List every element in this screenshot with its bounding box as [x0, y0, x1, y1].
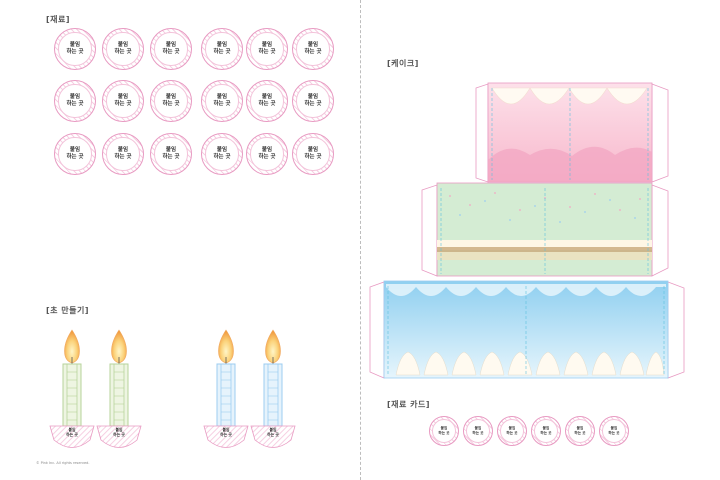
cake-tier-middle[interactable]: [421, 182, 669, 277]
sticker-text: 붙임 하는 곳: [154, 137, 188, 171]
sticker-text: 붙임 하는 곳: [205, 84, 239, 118]
card-sticker-text: 붙임 하는 곳: [500, 419, 524, 443]
candles-artwork: [49, 329, 296, 448]
sticker-circle[interactable]: 붙임 하는 곳: [201, 28, 243, 70]
sticker-text: 붙임 하는 곳: [296, 137, 330, 171]
sticker-circle[interactable]: 붙임 하는 곳: [102, 28, 144, 70]
sticker-circle[interactable]: 붙임 하는 곳: [102, 133, 144, 175]
sticker-circle[interactable]: 붙임 하는 곳: [102, 80, 144, 122]
sticker-circle[interactable]: 붙임 하는 곳: [54, 80, 96, 122]
candle-blue-2[interactable]: [250, 329, 296, 448]
card-sticker-text: 붙임 하는 곳: [432, 419, 456, 443]
sticker-text: 붙임 하는 곳: [205, 32, 239, 66]
sticker-text: 붙임 하는 곳: [58, 137, 92, 171]
candle-green-2[interactable]: [96, 329, 142, 448]
sticker-circle[interactable]: 붙임 하는 곳: [201, 133, 243, 175]
card-sticker-text: 붙임 하는 곳: [602, 419, 626, 443]
cake-label: [케이크]: [387, 59, 419, 68]
sticker-text: 붙임 하는 곳: [296, 84, 330, 118]
ingredients-label: [재료]: [46, 15, 71, 24]
cake-tier-bottom[interactable]: [369, 280, 685, 379]
sticker-circle[interactable]: 붙임 하는 곳: [292, 80, 334, 122]
sticker-circle[interactable]: 붙임 하는 곳: [292, 28, 334, 70]
card-sticker-text: 붙임 하는 곳: [466, 419, 490, 443]
sticker-text: 붙임 하는 곳: [250, 137, 284, 171]
sticker-text: 붙임 하는 곳: [106, 32, 140, 66]
sticker-circle[interactable]: 붙임 하는 곳: [54, 133, 96, 175]
candle-sticker-text: 붙임 하는 곳: [113, 427, 125, 437]
sticker-text: 붙임 하는 곳: [106, 84, 140, 118]
candle-green-1[interactable]: [49, 329, 95, 448]
candle-sticker-text: 붙임 하는 곳: [267, 427, 279, 437]
card-sticker-circle[interactable]: 붙임 하는 곳: [565, 416, 595, 446]
ingredient-card-label: [재료 카드]: [387, 400, 431, 409]
card-sticker-text: 붙임 하는 곳: [568, 419, 592, 443]
card-sticker-text: 붙임 하는 곳: [534, 419, 558, 443]
card-sticker-circle[interactable]: 붙임 하는 곳: [497, 416, 527, 446]
sticker-circle[interactable]: 붙임 하는 곳: [150, 133, 192, 175]
sticker-circle[interactable]: 붙임 하는 곳: [292, 133, 334, 175]
candle-blue-1[interactable]: [203, 329, 249, 448]
sticker-text: 붙임 하는 곳: [250, 32, 284, 66]
copyright-text: © Pink Inc. All rights reserved.: [36, 461, 90, 465]
card-sticker-circle[interactable]: 붙임 하는 곳: [463, 416, 493, 446]
sticker-circle[interactable]: 붙임 하는 곳: [150, 80, 192, 122]
sticker-text: 붙임 하는 곳: [106, 137, 140, 171]
card-sticker-circle[interactable]: 붙임 하는 곳: [599, 416, 629, 446]
sticker-circle[interactable]: 붙임 하는 곳: [246, 80, 288, 122]
sticker-text: 붙임 하는 곳: [205, 137, 239, 171]
candle-sticker-text: 붙임 하는 곳: [220, 427, 232, 437]
sticker-text: 붙임 하는 곳: [58, 32, 92, 66]
sticker-circle[interactable]: 붙임 하는 곳: [150, 28, 192, 70]
sticker-circle[interactable]: 붙임 하는 곳: [246, 28, 288, 70]
sticker-text: 붙임 하는 곳: [58, 84, 92, 118]
sticker-text: 붙임 하는 곳: [154, 84, 188, 118]
sticker-circle[interactable]: 붙임 하는 곳: [246, 133, 288, 175]
sticker-circle[interactable]: 붙임 하는 곳: [54, 28, 96, 70]
page-divider: [360, 0, 361, 480]
sticker-text: 붙임 하는 곳: [250, 84, 284, 118]
card-sticker-circle[interactable]: 붙임 하는 곳: [531, 416, 561, 446]
sticker-circle[interactable]: 붙임 하는 곳: [201, 80, 243, 122]
card-sticker-circle[interactable]: 붙임 하는 곳: [429, 416, 459, 446]
cake-tier-top[interactable]: [475, 82, 669, 183]
candle-sticker-text: 붙임 하는 곳: [66, 427, 78, 437]
sticker-text: 붙임 하는 곳: [296, 32, 330, 66]
candles-label: [초 만들기]: [46, 306, 90, 315]
sticker-text: 붙임 하는 곳: [154, 32, 188, 66]
